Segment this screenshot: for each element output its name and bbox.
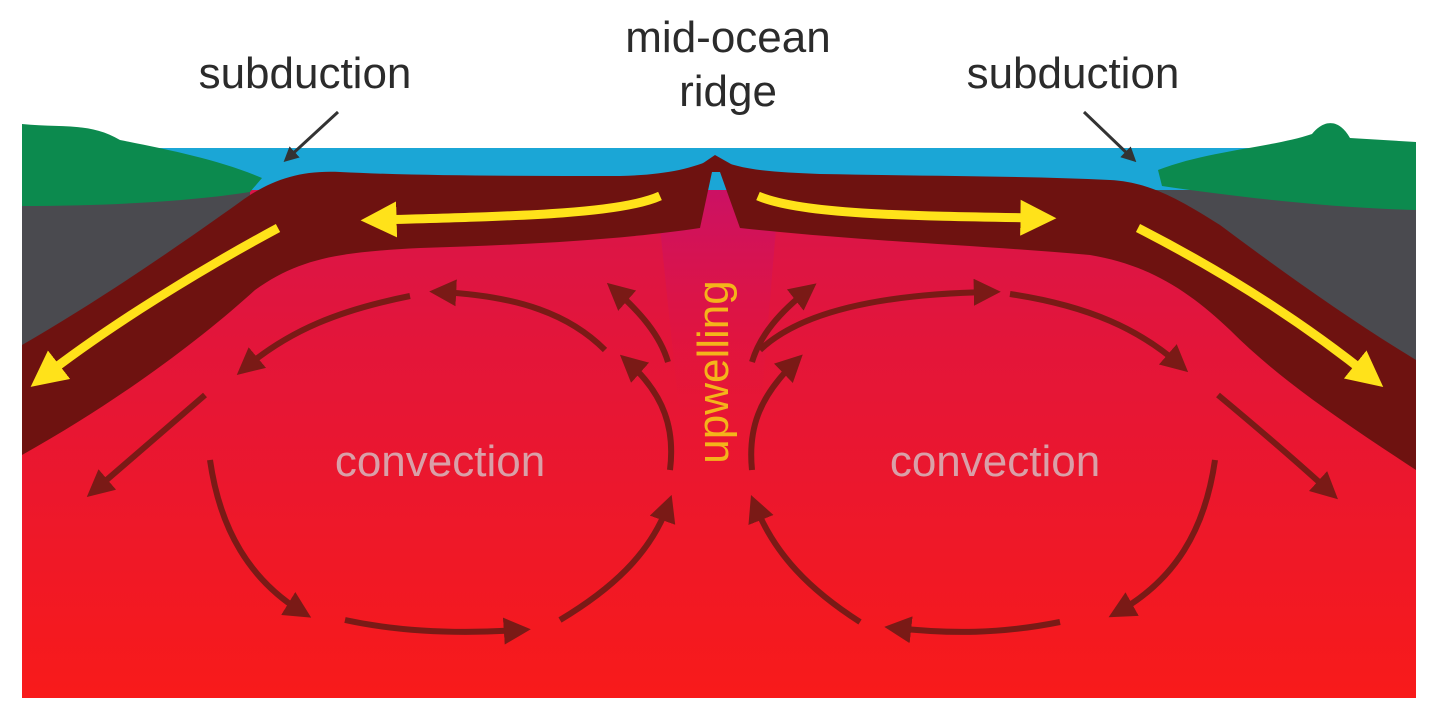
plate-motion-arrow-right [756,191,1057,236]
convection-arrow [429,279,608,353]
convection-cell-right [748,278,1338,644]
convection-label-right: convection [890,437,1100,486]
plate-right [715,158,1416,470]
convection-arrow [749,283,817,363]
subduction-arrow-right [1135,223,1384,388]
subduction-label-left: subduction [199,49,412,98]
convection-arrow [757,278,1001,353]
convection-arrow [344,617,531,645]
convection-arrow [1216,392,1338,500]
convection-arrow [606,282,671,363]
convection-cell-left [86,279,676,645]
ridge-label-line2: ridge [679,67,777,116]
convection-arrow [558,494,676,623]
subduction-pointer-right [1082,110,1137,163]
convection-label-left: convection [335,437,545,486]
convection-arrow [884,616,1061,644]
convection-arrow [1108,459,1218,618]
ridge-label-line1: mid-ocean [625,13,830,62]
convection-arrow [619,354,675,471]
convection-arrow [236,293,411,375]
plate-left [22,158,715,455]
subduction-label-right: subduction [967,49,1180,98]
convection-arrow [748,494,862,625]
convection-arrow [748,354,803,471]
upwelling-label: upwelling [689,280,738,463]
ridge-crest [690,155,745,172]
subduction-arrow-left [30,224,281,387]
convection-arrow [207,459,312,618]
plate-motion-arrow-left [360,191,662,238]
convection-arrow [86,392,207,498]
continent-left [22,124,262,206]
convection-arrow [1009,291,1189,373]
upwelling-zone [655,180,780,420]
continent-right [1158,123,1416,210]
subduction-pointer-left [283,110,340,163]
